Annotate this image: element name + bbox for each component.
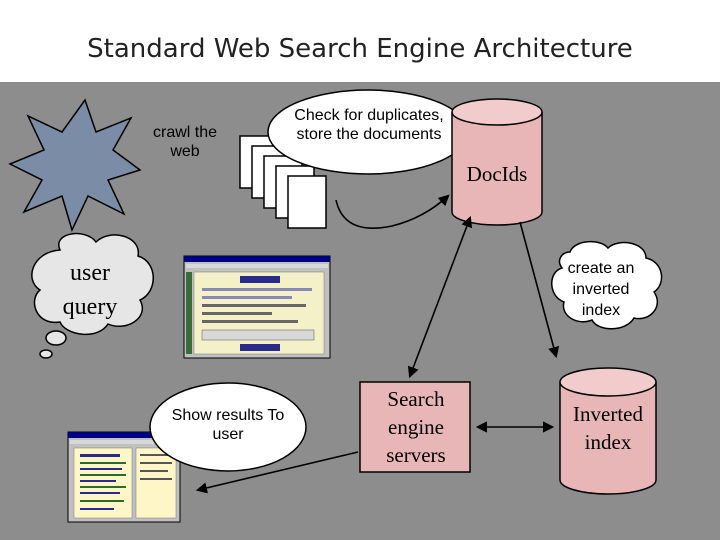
search-servers-label: Search engine servers (386, 387, 446, 467)
create-index-label: create an inverted index (567, 260, 635, 319)
web-starburst (8, 98, 142, 233)
search-servers-box (359, 381, 471, 473)
show-results-label: Show results To user (171, 407, 285, 443)
inverted-index-cylinder (559, 367, 657, 495)
crawl-label: crawl the web (152, 124, 218, 160)
results-screenshot (67, 431, 181, 523)
servers-results-arrow (195, 451, 359, 494)
slide-title: Standard Web Search Engine Architecture (87, 34, 633, 64)
check-duplicates-label: Check for duplicates, store the document… (294, 107, 444, 143)
docids-servers-arrow (407, 215, 473, 379)
docids-cylinder (451, 98, 543, 226)
docids-label: DocIds (466, 162, 528, 186)
create-index-cloud (551, 240, 663, 330)
search-form-screenshot (183, 255, 331, 359)
show-results-oval (149, 382, 307, 472)
user-query-bubble (31, 232, 154, 359)
inverted-index-label: Inverted index (573, 402, 643, 454)
store-arrow (335, 194, 450, 229)
docids-index-arrow (519, 221, 560, 359)
user-query-label: user query (62, 260, 118, 320)
document-stack (239, 135, 327, 229)
